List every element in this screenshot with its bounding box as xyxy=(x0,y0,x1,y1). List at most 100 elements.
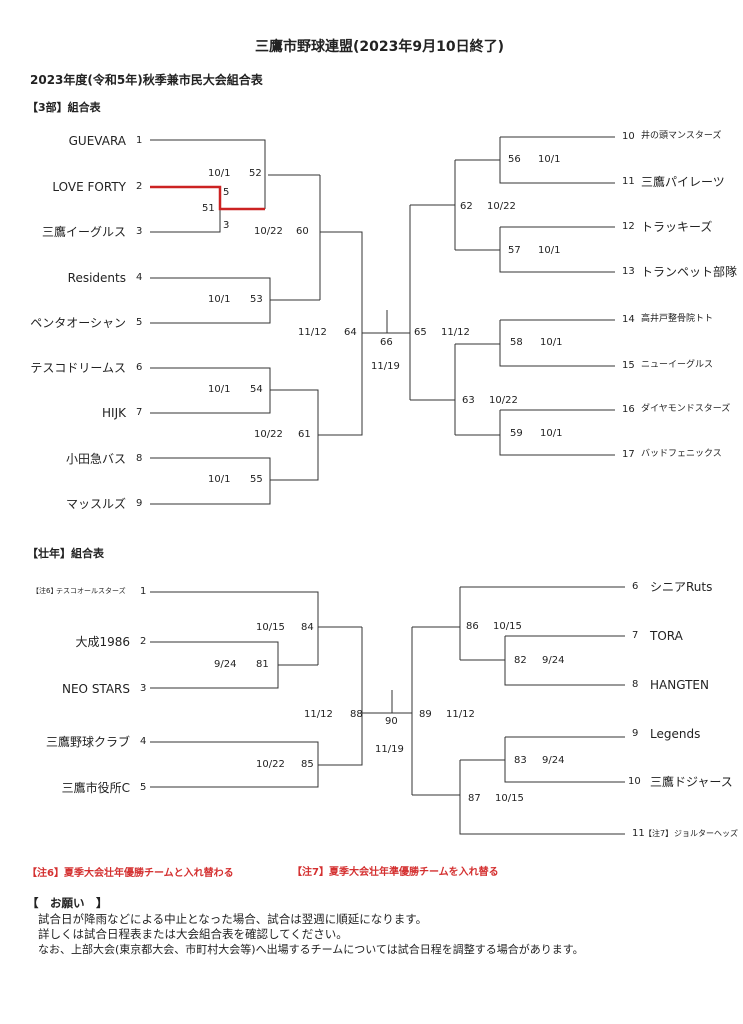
game-61-no: 61 xyxy=(298,429,311,440)
game-53-no: 53 xyxy=(250,294,263,305)
game-54-date: 10/1 xyxy=(208,384,231,395)
game-56-date: 10/1 xyxy=(538,154,561,165)
game-81-date: 9/24 xyxy=(214,659,237,670)
div3-team-2: LOVE FORTY xyxy=(52,180,126,194)
senior-team-7: TORA xyxy=(650,629,683,643)
request-line-2: 詳しくは試合日程表または大会組合表を確認してください。 xyxy=(38,927,348,941)
senior-team-5: 三鷹市役所C xyxy=(61,781,130,795)
div3-section-label: 【3部】組合表 xyxy=(27,101,101,114)
game-85-no: 85 xyxy=(301,759,314,770)
game-62-date: 10/22 xyxy=(487,201,516,212)
game-58-no: 58 xyxy=(510,337,523,348)
div3-team-17: バッドフェニックス xyxy=(641,449,722,459)
game-55-no: 55 xyxy=(250,474,263,485)
senior-team-3: NEO STARS xyxy=(62,682,130,696)
game-65-no: 65 xyxy=(414,327,427,338)
game-86-date: 10/15 xyxy=(493,621,522,632)
senior-seed-6: 6 xyxy=(632,581,639,592)
game-66-no: 66 xyxy=(380,337,393,348)
div3-team-1: GUEVARA xyxy=(68,134,126,148)
div3-seed-2: 2 xyxy=(136,181,143,192)
game-56-no: 56 xyxy=(508,154,521,165)
div3-seed-15: 15 xyxy=(622,360,635,371)
game-86-no: 86 xyxy=(466,621,479,632)
senior-team-8: HANGTEN xyxy=(650,678,709,692)
div3-team-14: 高井戸整骨院トト xyxy=(641,314,714,324)
page-title: 三鷹市野球連盟(2023年9月10日終了) xyxy=(255,39,504,55)
game-81-no: 81 xyxy=(256,659,269,670)
game-51-score-winner: 5 xyxy=(223,187,230,198)
senior-team-4: 三鷹野球クラブ xyxy=(45,735,130,749)
senior-team-1-note: 【注6】 xyxy=(32,587,58,595)
senior-seed-8: 8 xyxy=(632,679,639,690)
game-88-date: 11/12 xyxy=(304,709,333,720)
div3-seed-13: 13 xyxy=(622,266,635,277)
div3-seed-17: 17 xyxy=(622,449,635,460)
senior-seed-5: 5 xyxy=(140,782,147,793)
div3-seed-11: 11 xyxy=(622,176,635,187)
div3-bracket-lines xyxy=(150,136,615,505)
page-subtitle: 2023年度(令和5年)秋季兼市民大会組合表 xyxy=(30,73,263,87)
game-65-date: 11/12 xyxy=(441,327,470,338)
game-82-date: 9/24 xyxy=(542,655,565,666)
game-64-no: 64 xyxy=(344,327,357,338)
div3-team-6: テスコドリームス xyxy=(30,361,126,375)
game-84-date: 10/15 xyxy=(256,622,285,633)
game-59-date: 10/1 xyxy=(540,428,563,439)
game-66-date: 11/19 xyxy=(371,361,400,372)
winner-path-red xyxy=(150,185,265,211)
senior-team-2: 大成1986 xyxy=(75,635,130,649)
game-64-date: 11/12 xyxy=(298,327,327,338)
request-heading: 【 お願い 】 xyxy=(27,896,108,910)
game-90-date: 11/19 xyxy=(375,744,404,755)
senior-team-11-note: 【注7】 xyxy=(644,829,674,838)
senior-team-10: 三鷹ドジャース xyxy=(650,775,733,789)
game-58-date: 10/1 xyxy=(540,337,563,348)
senior-section-label: 【壮年】組合表 xyxy=(27,547,104,560)
note-7: 【注7】夏季大会壮年準優勝チームを入れ替る xyxy=(292,867,499,878)
div3-seed-6: 6 xyxy=(136,362,143,373)
senior-seed-7: 7 xyxy=(632,630,639,641)
game-87-date: 10/15 xyxy=(495,793,524,804)
senior-seed-2: 2 xyxy=(140,636,147,647)
div3-team-10: 井の頭マンスターズ xyxy=(641,131,722,141)
div3-team-4: Residents xyxy=(67,271,126,285)
game-90-no: 90 xyxy=(385,716,398,727)
div3-team-9: マッスルズ xyxy=(65,497,126,511)
senior-team-6: シニアRuts xyxy=(650,580,713,594)
game-52-no: 52 xyxy=(249,168,262,179)
game-55-date: 10/1 xyxy=(208,474,231,485)
game-88-no: 88 xyxy=(350,709,363,720)
div3-team-3: 三鷹イーグルス xyxy=(41,225,126,239)
game-51-date: 10/1 xyxy=(208,168,231,179)
div3-seed-8: 8 xyxy=(136,453,143,464)
game-57-date: 10/1 xyxy=(538,245,561,256)
game-51-score-loser: 3 xyxy=(223,220,230,231)
game-63-date: 10/22 xyxy=(489,395,518,406)
game-83-date: 9/24 xyxy=(542,755,565,766)
div3-team-5: ペンタオーシャン xyxy=(30,316,126,330)
senior-team-11: ジョルターヘッズ xyxy=(674,829,738,838)
game-63-no: 63 xyxy=(462,395,475,406)
div3-team-8: 小田急バス xyxy=(65,452,126,466)
request-line-1: 試合日が降雨などによる中止となった場合、試合は翌週に順延になります。 xyxy=(38,912,428,926)
senior-team-9: Legends xyxy=(650,727,701,741)
note-6: 【注6】夏季大会壮年優勝チームと入れ替わる xyxy=(27,868,234,879)
senior-seed-3: 3 xyxy=(140,683,147,694)
game-84-no: 84 xyxy=(301,622,314,633)
senior-seed-1: 1 xyxy=(140,586,147,597)
game-89-date: 11/12 xyxy=(446,709,475,720)
game-51-no: 51 xyxy=(202,203,215,214)
div3-team-12: トラッキーズ xyxy=(641,220,713,234)
div3-team-7: HIJK xyxy=(102,406,126,420)
game-59-no: 59 xyxy=(510,428,523,439)
game-85-date: 10/22 xyxy=(256,759,285,770)
div3-seed-14: 14 xyxy=(622,314,635,325)
request-line-3: なお、上部大会(東京都大会、市町村大会等)へ出場するチームについては試合日程を調… xyxy=(38,943,584,956)
div3-seed-3: 3 xyxy=(136,226,143,237)
game-62-no: 62 xyxy=(460,201,473,212)
senior-seed-10: 10 xyxy=(628,776,641,787)
game-54-no: 54 xyxy=(250,384,263,395)
game-60-no: 60 xyxy=(296,226,309,237)
game-57-no: 57 xyxy=(508,245,521,256)
